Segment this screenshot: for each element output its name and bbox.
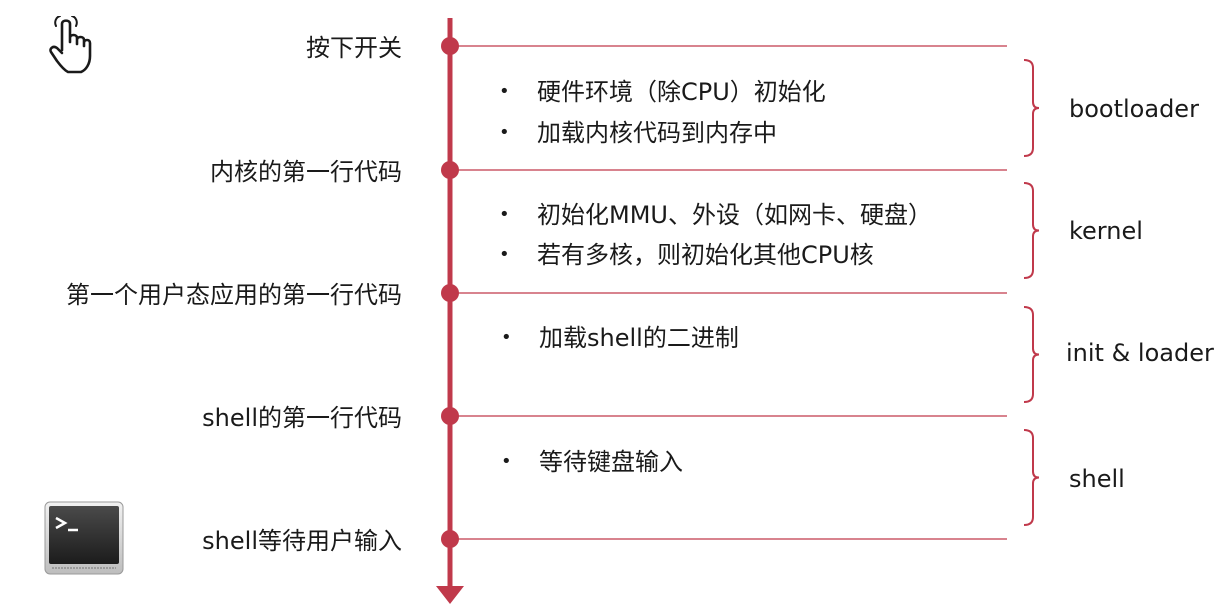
phase-brace bbox=[1023, 59, 1040, 157]
bullet-dot: • bbox=[499, 244, 510, 265]
stage-dot bbox=[441, 407, 459, 425]
bullet-dot: • bbox=[501, 327, 512, 348]
phase-item: • 若有多核，则初始化其他CPU核 bbox=[499, 240, 874, 270]
phase-item: • 硬件环境（除CPU）初始化 bbox=[499, 77, 826, 107]
phase-item: • 加载内核代码到内存中 bbox=[499, 118, 777, 148]
stage-dot bbox=[441, 37, 459, 55]
phase-item-text: 加载内核代码到内存中 bbox=[537, 119, 777, 147]
brace-group bbox=[1023, 59, 1040, 526]
stage-label-kernel-first-line: 内核的第一行代码 bbox=[210, 158, 402, 186]
phase-brace bbox=[1023, 306, 1040, 403]
phase-item-text: 若有多核，则初始化其他CPU核 bbox=[537, 241, 874, 269]
stage-label-power-on: 按下开关 bbox=[306, 34, 402, 62]
phase-label-bootloader: bootloader bbox=[1069, 95, 1199, 123]
timeline-arrowhead bbox=[436, 586, 464, 604]
phase-label-kernel: kernel bbox=[1069, 217, 1143, 245]
phase-item-text: 初始化MMU、外设（如网卡、硬盘） bbox=[537, 201, 932, 229]
stage-dot bbox=[441, 530, 459, 548]
bullet-dot: • bbox=[499, 122, 510, 143]
phase-item-text: 硬件环境（除CPU）初始化 bbox=[537, 78, 826, 106]
phase-label-shell: shell bbox=[1069, 465, 1125, 493]
bullet-dot: • bbox=[499, 81, 510, 102]
stage-label-shell-waiting: shell等待用户输入 bbox=[202, 527, 402, 555]
phase-item: • 等待键盘输入 bbox=[501, 447, 683, 477]
stage-label-first-user-app: 第一个用户态应用的第一行代码 bbox=[66, 281, 402, 309]
phase-item: • 加载shell的二进制 bbox=[501, 323, 739, 353]
separator-group bbox=[450, 45, 1007, 540]
stage-dot bbox=[441, 284, 459, 302]
stage-label-shell-first-line: shell的第一行代码 bbox=[202, 404, 402, 432]
terminal-icon bbox=[44, 500, 124, 576]
phase-item-text: 等待键盘输入 bbox=[539, 448, 683, 476]
phase-brace bbox=[1023, 182, 1040, 279]
hand-pointer-icon bbox=[48, 15, 92, 76]
stage-dot-group bbox=[441, 37, 459, 548]
phase-item-text: 加载shell的二进制 bbox=[539, 324, 739, 352]
phase-item: • 初始化MMU、外设（如网卡、硬盘） bbox=[499, 200, 932, 230]
bullet-dot: • bbox=[499, 204, 510, 225]
stage-dot bbox=[441, 161, 459, 179]
phase-brace bbox=[1023, 429, 1040, 526]
bullet-dot: • bbox=[501, 451, 512, 472]
phase-label-init-loader: init & loader bbox=[1066, 339, 1214, 367]
